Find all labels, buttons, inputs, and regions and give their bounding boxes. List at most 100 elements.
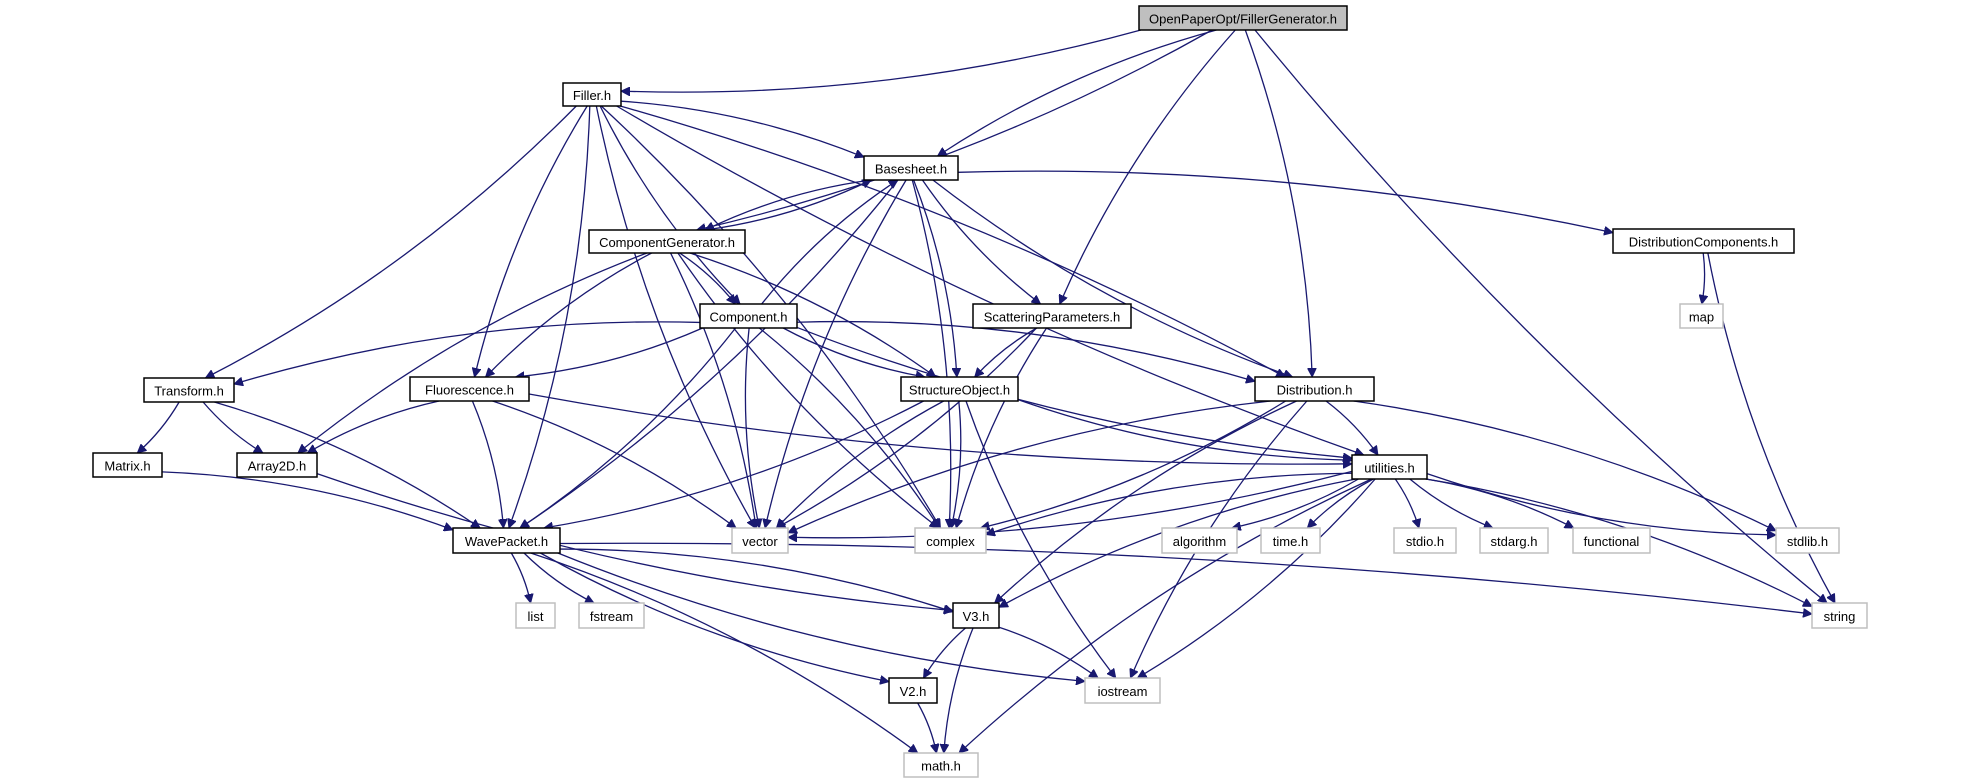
edge-distributioncomponents-to-string (1707, 252, 1836, 603)
node-label: ScatteringParameters.h (984, 310, 1121, 325)
node-algorithm: algorithm (1161, 527, 1238, 554)
node-math: math.h (903, 752, 979, 778)
edge-basesheet-to-componentgenerator (705, 179, 872, 230)
node-box (863, 155, 959, 181)
node-box (699, 303, 798, 329)
edge-component-to-transform (234, 321, 701, 384)
node-v2[interactable]: V2.h (888, 677, 938, 704)
edge-basesheet-to-scatteringparameters (921, 179, 1040, 304)
node-label: string (1824, 609, 1856, 624)
edge-structureobject-to-wavepacket (544, 400, 924, 528)
node-stdlib: stdlib.h (1775, 527, 1840, 554)
edge-component-to-fluorescence (515, 327, 703, 377)
node-label: complex (926, 534, 975, 549)
edge-filler-to-fluorescence (474, 105, 588, 377)
node-componentgenerator[interactable]: ComponentGenerator.h (588, 229, 746, 254)
edge-componentgenerator-to-fluorescence (486, 252, 652, 377)
edge-componentgenerator-to-structureobject (689, 252, 936, 377)
node-distribution[interactable]: Distribution.h (1254, 376, 1375, 402)
edge-componentgenerator-to-basesheet (705, 180, 871, 231)
edge-scatteringparameters-to-vector (776, 327, 1037, 529)
node-label: functional (1584, 534, 1640, 549)
nodes-layer: OpenPaperOpt/FillerGenerator.hFiller.hBa… (92, 5, 1868, 778)
node-filler[interactable]: Filler.h (562, 82, 622, 107)
node-stdio: stdio.h (1393, 527, 1457, 554)
node-box (1260, 527, 1321, 554)
edge-filler-to-vector (595, 105, 756, 528)
edge-componentgenerator-to-complex (677, 252, 939, 528)
edges-layer (137, 29, 1836, 753)
edge-wavepacket-to-math (530, 552, 918, 753)
edge-utilities-to-functional (1425, 478, 1574, 529)
node-box (731, 527, 789, 554)
node-fillergenerator[interactable]: OpenPaperOpt/FillerGenerator.h (1138, 5, 1348, 31)
node-label: vector (742, 534, 778, 549)
edge-componentgenerator-to-component (679, 252, 736, 304)
node-label: algorithm (1173, 534, 1226, 549)
node-box (972, 303, 1132, 329)
edge-component-to-distribution (796, 320, 1255, 382)
edge-filler-to-distribution (620, 105, 1285, 378)
node-box (1811, 602, 1868, 629)
edge-utilities-to-stdio (1394, 478, 1419, 528)
edge-component-to-wavepacket (520, 327, 737, 528)
edge-utilities-to-iostream (1137, 478, 1376, 679)
edge-wavepacket-to-fstream (523, 552, 594, 604)
node-label: Matrix.h (104, 459, 150, 474)
node-box (1351, 454, 1428, 480)
node-v3[interactable]: V3.h (952, 602, 1000, 629)
edge-v3-to-v2 (922, 627, 966, 678)
edge-utilities-to-vector (788, 470, 1353, 537)
node-matrix[interactable]: Matrix.h (92, 452, 163, 478)
node-string: string (1811, 602, 1868, 629)
edge-fillergenerator-to-scatteringparameters (1060, 29, 1236, 304)
node-distributioncomponents[interactable]: DistributionComponents.h (1612, 228, 1795, 254)
node-box (143, 377, 235, 403)
node-label: iostream (1098, 684, 1148, 699)
node-label: list (528, 609, 544, 624)
edge-distribution-to-v3 (995, 400, 1297, 603)
edge-fluorescence-to-utilities (528, 393, 1352, 464)
edge-utilities-to-algorithm (1232, 478, 1359, 528)
node-wavepacket[interactable]: WavePacket.h (452, 527, 561, 554)
node-label: time.h (1273, 534, 1308, 549)
node-fluorescence[interactable]: Fluorescence.h (409, 376, 530, 402)
edge-component-to-structureobject (782, 327, 925, 377)
node-time: time.h (1260, 527, 1321, 554)
node-box (1393, 527, 1457, 554)
edge-transform-to-matrix (137, 401, 180, 453)
edge-component-to-utilities (796, 326, 1352, 458)
node-utilities[interactable]: utilities.h (1351, 454, 1428, 480)
edge-wavepacket-to-iostream (557, 552, 1085, 681)
edge-utilities-to-stdarg (1409, 478, 1493, 528)
edge-structureobject-to-complex (951, 400, 962, 528)
edge-fluorescence-to-vector (492, 400, 737, 528)
edge-v3-to-iostream (998, 626, 1098, 678)
node-array2d[interactable]: Array2D.h (236, 452, 318, 478)
edge-utilities-to-complex (986, 472, 1353, 534)
edge-filler-to-transform (205, 105, 577, 379)
node-box (92, 452, 163, 478)
node-basesheet[interactable]: Basesheet.h (863, 155, 959, 181)
edge-v3-to-math (944, 627, 974, 753)
edge-wavepacket-to-list (510, 552, 530, 603)
node-component[interactable]: Component.h (699, 303, 798, 329)
node-transform[interactable]: Transform.h (143, 377, 235, 403)
edge-structureobject-to-iostream (965, 400, 1116, 678)
node-label: Transform.h (154, 384, 224, 399)
edge-distribution-to-vector (788, 400, 1271, 533)
node-scatteringparameters[interactable]: ScatteringParameters.h (972, 303, 1132, 329)
node-structureobject[interactable]: StructureObject.h (900, 376, 1019, 402)
node-iostream: iostream (1084, 677, 1161, 704)
node-map: map (1679, 303, 1724, 329)
edge-basesheet-to-vector (765, 179, 907, 528)
edge-basesheet-to-wavepacket (520, 179, 899, 528)
edge-fillergenerator-to-filler (621, 29, 1142, 92)
edge-matrix-to-wavepacket (161, 471, 453, 530)
node-label: StructureObject.h (909, 383, 1010, 398)
node-label: DistributionComponents.h (1629, 235, 1779, 250)
edge-component-to-basesheet (761, 180, 898, 305)
edge-distributioncomponents-to-map (1702, 252, 1705, 304)
edge-filler-to-utilities (616, 105, 1364, 455)
